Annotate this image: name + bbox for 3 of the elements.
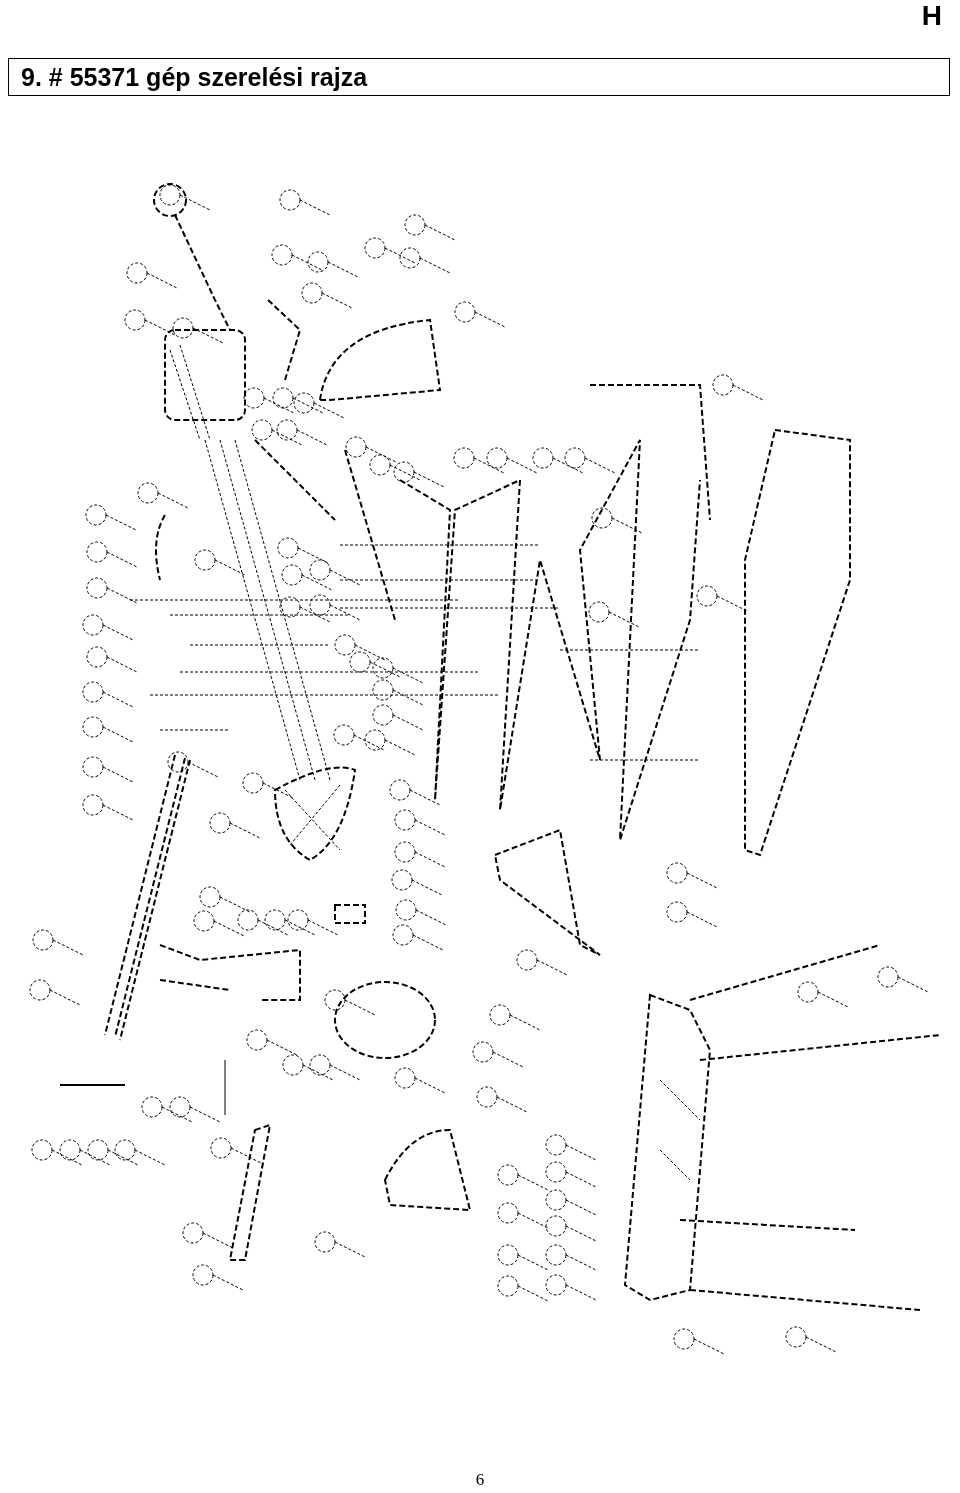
page-title: 9. # 55371 gép szerelési rajza [8,58,950,96]
page-number: 6 [474,1470,486,1490]
section-letter: H [921,0,942,32]
